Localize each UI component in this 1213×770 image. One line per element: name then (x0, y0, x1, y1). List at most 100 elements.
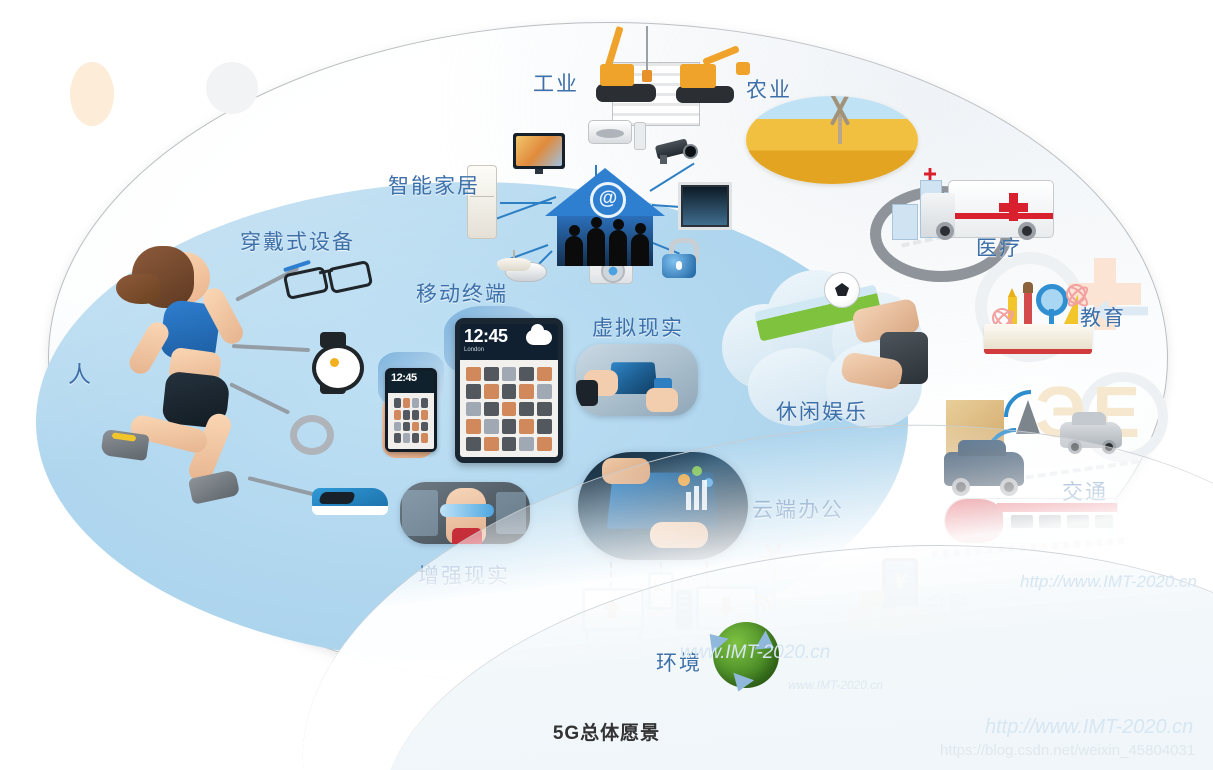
crane-hook-line (646, 26, 648, 72)
camera-mount (660, 155, 667, 164)
finance-currency-symbol: ¥ (885, 561, 915, 610)
label-healthcare: 医疗 (976, 237, 1022, 260)
augmented-reality-photo (400, 482, 530, 544)
excavator-crawler (676, 86, 734, 103)
smart-ring-icon (290, 415, 334, 455)
ar-hud-panel-right (496, 492, 526, 534)
excavator-body (680, 64, 716, 88)
label-mobile-terminal: 移动终端 (416, 283, 508, 306)
shoe-sole (312, 506, 388, 515)
car-small-wheel-rear (1102, 440, 1116, 454)
ambulance-red-cross-horizontal (999, 203, 1028, 212)
label-education: 教育 (1080, 307, 1126, 330)
virtual-reality-photo (576, 344, 698, 416)
lamp-icon (497, 250, 531, 272)
vr-sleeve (576, 380, 598, 406)
person-ponytail (116, 274, 160, 304)
family-silhouette-1 (565, 225, 583, 266)
suv-wheel-front (952, 478, 970, 496)
security-camera-icon (654, 138, 700, 164)
family-silhouette-2 (587, 217, 605, 266)
watermark-csdn: https://blog.csdn.net/weixin_45804031 (940, 742, 1196, 759)
suv-roof (958, 440, 1006, 456)
blob-motif-left (70, 62, 114, 126)
lamp-rod (513, 250, 515, 259)
smartphone-clock-time: 12:45 (391, 372, 417, 384)
crane-hook (642, 70, 652, 82)
lock-keyhole (676, 261, 682, 270)
ar-person-shirt (452, 528, 482, 544)
ambulance-body (921, 180, 1054, 238)
soccer-ball-patch (835, 283, 849, 296)
ambulance-wheel-front (936, 222, 954, 240)
smartphone-device[interactable]: 12:45 (385, 368, 437, 452)
car-small-roof (1072, 412, 1106, 425)
download-arrow-stem (722, 597, 730, 608)
watch-face (312, 344, 364, 392)
remote-control-icon (634, 122, 646, 150)
hospital-cross-sign (924, 168, 936, 180)
label-virtual-reality: 虚拟现实 (592, 317, 684, 340)
windmill-icon (838, 110, 842, 144)
iot-remote-control (676, 590, 692, 630)
paintbrush-icon (1023, 282, 1033, 330)
cloud-office-hand-top (602, 458, 650, 484)
tablet-clock-city: London (464, 347, 485, 353)
shoe-swoosh (318, 492, 356, 504)
label-finance: 金融 (926, 593, 972, 616)
cloud-office-bar-1 (686, 492, 691, 510)
iot-smartphone (648, 572, 674, 610)
tablet-app-grid[interactable] (463, 364, 555, 454)
weather-cloud-icon (526, 324, 552, 345)
open-book-icon (984, 324, 1092, 354)
label-wearable-devices: 穿戴式设备 (240, 231, 355, 254)
excavator-bucket (736, 62, 750, 75)
label-leisure-entertainment: 休闲娱乐 (776, 401, 868, 424)
smart-shoe-icon (312, 480, 390, 518)
suv-wheel-rear (1000, 478, 1018, 496)
vr-hand-right (646, 388, 678, 412)
cloud-office-data-dot-2 (692, 466, 702, 476)
cloud-office-bar-2 (694, 486, 699, 510)
refrigerator-icon (467, 165, 497, 239)
train-window-4 (1095, 515, 1113, 528)
smartphone-app-grid[interactable] (391, 395, 431, 446)
lamp-shade (497, 258, 531, 271)
tablet-clock-time: 12:45 (464, 326, 508, 346)
ar-hud-panel-left (402, 490, 438, 536)
tablet-screen[interactable]: 12:45 London (460, 324, 558, 457)
atom-icon-right (1066, 284, 1086, 304)
cloud-office-bar-3 (702, 480, 707, 510)
running-person-illustration (96, 246, 286, 536)
smart-home-hub-icon: @ (545, 168, 665, 266)
cloud-office-photo (578, 452, 748, 560)
label-smart-home: 智能家居 (388, 175, 480, 198)
smart-glasses-icon (282, 258, 374, 301)
hospital-building-1 (892, 204, 918, 240)
smart-tv-icon (513, 133, 565, 174)
label-cloud-office: 云端办公 (752, 499, 844, 522)
tablet-device[interactable]: 12:45 London (455, 318, 563, 463)
cloud-office-hand-bottom (650, 522, 708, 548)
train-window-3 (1067, 515, 1089, 528)
crane-crawler-base (596, 84, 656, 102)
smart-photo-frame-icon (678, 182, 732, 230)
label-augmented-reality: 增强现实 (418, 565, 510, 588)
lock-shackle (669, 238, 699, 263)
smartphone-screen[interactable]: 12:45 (388, 371, 434, 449)
figure-caption: 5G总体愿景 (552, 723, 661, 744)
train-window-2 (1039, 515, 1061, 528)
ambulance-wheel-rear (1018, 222, 1036, 240)
rss-icon (654, 579, 666, 591)
smart-lock-icon (662, 238, 699, 278)
upload-arrow-stem (608, 609, 616, 619)
ambulance-stripe (949, 213, 1053, 219)
family-silhouette-4 (631, 223, 649, 266)
gold-bar-5 (860, 590, 884, 606)
iot-laptop (581, 628, 647, 670)
healthcare-scene (866, 158, 1056, 282)
watermark-imt-small: www.IMT-2020.cn (788, 678, 883, 692)
watermark-imt-middle: http://www.IMT-2020.cn (1020, 572, 1198, 591)
watch-face-dot (330, 358, 339, 367)
